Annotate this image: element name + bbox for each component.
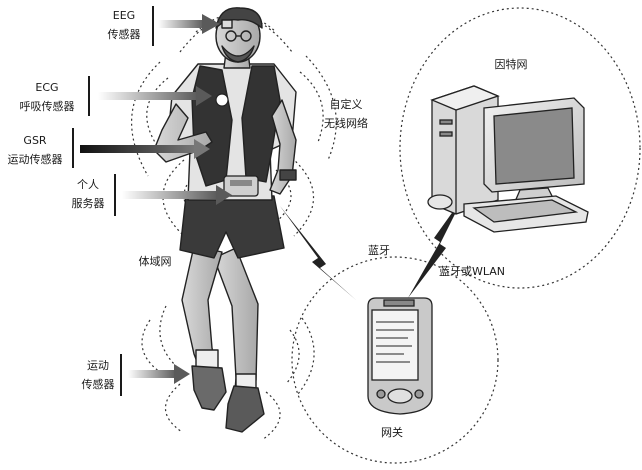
personal-server-line2: 服务器 — [71, 197, 105, 210]
ecg-line2: 呼吸传感器 — [19, 100, 75, 113]
motion-line1: 运动 — [87, 359, 109, 372]
gsr-line1: GSR — [23, 134, 47, 147]
motion-line2: 传感器 — [81, 378, 115, 391]
eeg-line2: 传感器 — [107, 28, 141, 41]
gsr-sensor-label: GSR 运动传感器 — [0, 131, 70, 169]
internet-label: 因特网 — [494, 58, 528, 71]
gsr-label-bar — [72, 128, 74, 168]
motion-label-bar — [120, 354, 122, 396]
wlan-link-bolt — [408, 196, 464, 298]
gsr-line2: 运动传感器 — [7, 153, 63, 166]
eeg-line1: EEG — [112, 9, 136, 22]
internet-network-circle — [399, 7, 641, 289]
ecg-sensor-dot — [215, 93, 229, 107]
bluetooth-or-wlan-label: 蓝牙或WLAN — [438, 265, 505, 278]
personal-server-arrow — [122, 185, 232, 205]
eeg-sensor-label: EEG 传感器 — [98, 6, 150, 44]
ecg-arrow — [98, 86, 212, 106]
custom-wireless-line2: 无线网络 — [324, 117, 368, 130]
personal-server-label-bar — [114, 174, 116, 216]
ecg-line1: ECG — [35, 81, 59, 94]
gsr-arrow — [80, 139, 210, 159]
custom-wireless-label: 自定义 无线网络 — [318, 95, 374, 133]
bluetooth-label: 蓝牙 — [368, 244, 390, 257]
ecg-label-bar — [88, 76, 90, 116]
motion-arrow — [128, 364, 190, 384]
eeg-arrow — [158, 14, 220, 34]
gateway-network-circle — [291, 256, 499, 464]
pda-gateway-device — [367, 297, 433, 415]
custom-wireless-line1: 自定义 — [329, 98, 363, 111]
desktop-computer — [427, 85, 589, 233]
eeg-label-bar — [152, 6, 154, 46]
motion-sensor-label: 运动 传感器 — [76, 356, 120, 394]
ban-label: 体域网 — [138, 255, 172, 268]
bluetooth-link-bolt — [280, 206, 356, 300]
gateway-label: 网关 — [381, 426, 403, 439]
ecg-sensor-label: ECG 呼吸传感器 — [10, 78, 84, 116]
personal-server-device — [223, 175, 259, 197]
personal-server-line1: 个人 — [77, 178, 99, 191]
personal-server-label: 个人 服务器 — [66, 175, 110, 213]
